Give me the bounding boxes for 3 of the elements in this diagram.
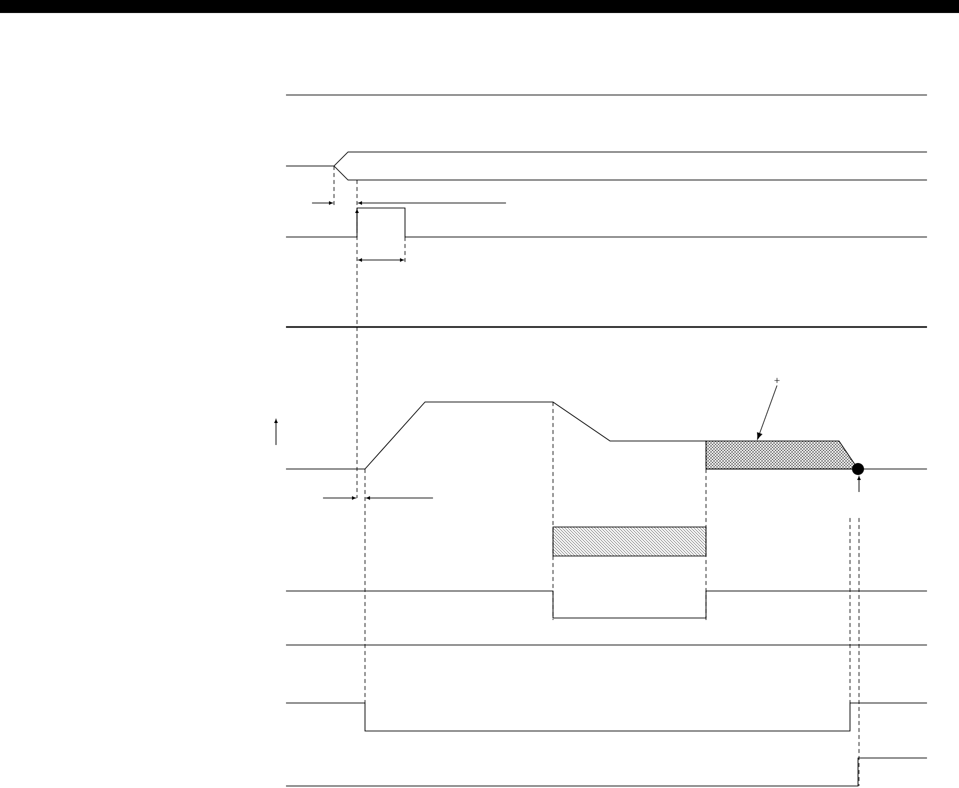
text-label: +: [774, 378, 780, 384]
leader-line: [757, 385, 778, 440]
hatched-bar: [552, 526, 706, 556]
